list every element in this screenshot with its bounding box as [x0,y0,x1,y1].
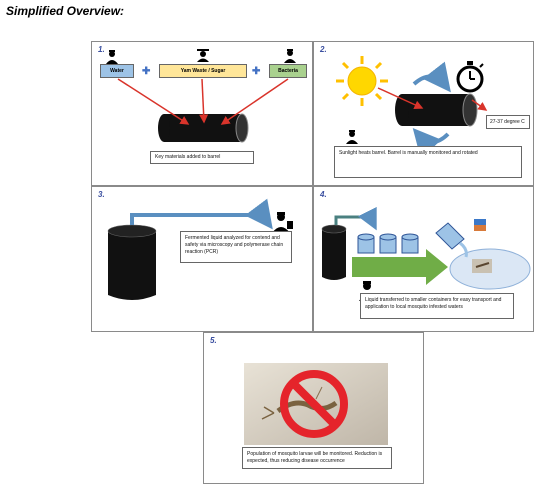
person-icon [284,49,296,63]
panel-4: 4. Liquid transferred to smaller contain… [313,186,534,332]
person-icon [106,50,118,64]
panel-3: 3. Fermented liquid analyzed for contend… [91,186,313,332]
panel-2: 2. 27-37 degree C Sunlight heats b [313,41,534,186]
temperature-label: 27-37 degree C [486,115,530,129]
panel-number: 5. [210,336,217,345]
green-arrow [352,249,448,285]
barrel-icon [117,78,289,143]
larva-photo [244,363,388,445]
rotate-arrow-icon [412,61,451,93]
panel-5: 5. Population of mosquito larvae will be… [203,332,424,484]
yam-waste-label: Yam Waste / Sugar [159,64,247,78]
page-title: Simplified Overview: [6,4,125,18]
barrel-icon [377,61,488,159]
barrel-icon [321,206,531,290]
panel-1: 1. Water ✚ Yam Waste / Sugar ✚ Bacteria … [91,41,313,186]
panel-5-caption: Population of mosquito larvae will be mo… [242,447,392,469]
prohibited-icon [280,370,348,438]
stopwatch-icon [456,61,484,93]
rotate-arrow-icon [412,127,450,159]
water-label: Water [100,64,134,78]
person-icon [346,130,358,144]
panel-number: 2. [320,45,327,54]
panel-4-caption: Liquid transferred to smaller containers… [360,293,514,319]
panel-number: 4. [320,190,327,199]
panel-number: 3. [98,190,105,199]
container-icon [357,233,419,254]
plus-icon: ✚ [142,66,151,77]
person-icon [272,212,293,233]
panel-number: 1. [98,45,105,54]
bacteria-label: Bacteria [269,64,307,78]
person-icon [197,49,209,62]
bucket-icon [435,222,468,258]
barrel-icon [107,198,273,300]
panel-1-caption: Key materials added to barrel [150,151,254,164]
panel-3-caption: Fermented liquid analyzed for contend an… [180,231,292,263]
panel-2-caption: Sunlight heats barrel. Barrel is manuall… [334,146,522,178]
sun-icon [336,56,388,106]
plus-icon: ✚ [252,66,261,77]
